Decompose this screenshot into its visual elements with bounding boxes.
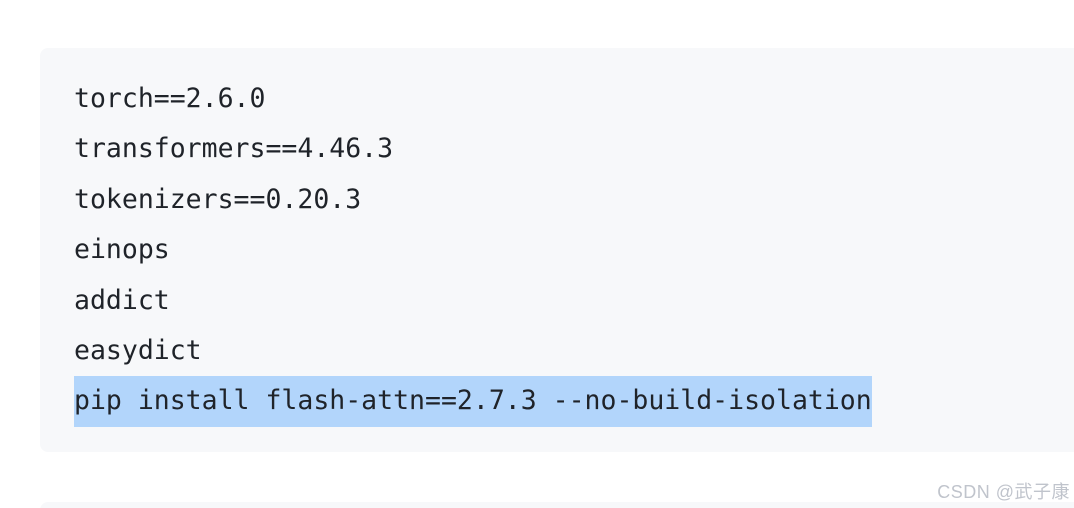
code-line-text: einops	[74, 234, 170, 266]
code-lines: torch==2.6.0 transformers==4.46.3 tokeni…	[74, 74, 872, 427]
code-block[interactable]: torch==2.6.0 transformers==4.46.3 tokeni…	[40, 48, 1074, 452]
code-line[interactable]: einops	[74, 225, 872, 275]
code-line-selected[interactable]: pip install flash-attn==2.7.3 --no-build…	[74, 376, 872, 427]
code-line-text-selected: pip install flash-attn==2.7.3 --no-build…	[74, 376, 872, 427]
code-line[interactable]: transformers==4.46.3	[74, 124, 872, 174]
code-line-text: torch==2.6.0	[74, 83, 266, 114]
code-line[interactable]: tokenizers==0.20.3	[74, 175, 872, 225]
code-line-text: addict	[74, 284, 170, 316]
code-line-text: tokenizers==0.20.3	[74, 183, 362, 215]
watermark: CSDN @武子康	[937, 482, 1070, 502]
code-line[interactable]: easydict	[74, 326, 872, 376]
code-line-text: transformers==4.46.3	[74, 133, 394, 165]
code-line[interactable]: addict	[74, 276, 872, 326]
next-code-block[interactable]	[40, 502, 1074, 508]
code-line[interactable]: torch==2.6.0	[74, 74, 872, 124]
code-line-text: easydict	[74, 334, 202, 366]
